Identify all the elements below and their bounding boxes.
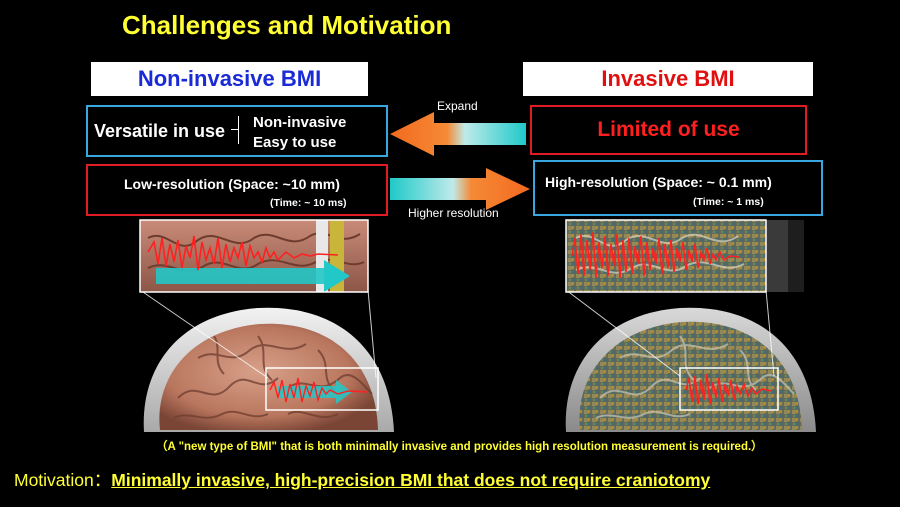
limited-of-use-box: Limited of use xyxy=(530,105,807,155)
high-resolution-space: High-resolution (Space: ~ 0.1 mm) xyxy=(545,174,772,190)
requirement-note: （A "new type of BMI" that is both minima… xyxy=(156,441,763,453)
expand-arrow-icon xyxy=(390,112,526,156)
motivation-line: Motivation：Minimally invasive, high-prec… xyxy=(14,467,710,492)
higher-resolution-label: Higher resolution xyxy=(408,206,499,220)
easy-to-use-point: Easy to use xyxy=(253,134,337,151)
higher-resolution-arrow-icon xyxy=(390,168,530,210)
eeg-signal-waveform xyxy=(147,235,339,271)
versatile-main-text: Versatile in use xyxy=(94,121,226,141)
brace-icon xyxy=(231,116,247,144)
non-invasive-point: Non-invasive xyxy=(253,114,347,131)
versatile-box: Versatile in use Non-invasive Easy to us… xyxy=(86,105,388,157)
motivation-statement: Minimally invasive, high-precision BMI t… xyxy=(111,470,711,490)
high-resolution-time: (Time: ~ 1 ms) xyxy=(693,196,764,208)
high-resolution-box: High-resolution (Space: ~ 0.1 mm) (Time:… xyxy=(533,160,823,216)
motivation-label: Motivation： xyxy=(14,470,112,490)
non-invasive-header: Non-invasive BMI xyxy=(91,62,368,96)
brain-illustration-right xyxy=(565,219,816,432)
invasive-header: Invasive BMI xyxy=(523,62,813,96)
page-title: Challenges and Motivation xyxy=(122,10,452,40)
brain-illustration-left xyxy=(139,219,394,432)
ecog-signal-waveform xyxy=(571,231,741,279)
low-resolution-box: Low-resolution (Space: ~10 mm) (Time: ~ … xyxy=(86,164,388,216)
expand-label: Expand xyxy=(437,99,478,113)
low-resolution-space: Low-resolution (Space: ~10 mm) xyxy=(124,176,340,192)
low-resolution-time: (Time: ~ 10 ms) xyxy=(270,197,347,209)
